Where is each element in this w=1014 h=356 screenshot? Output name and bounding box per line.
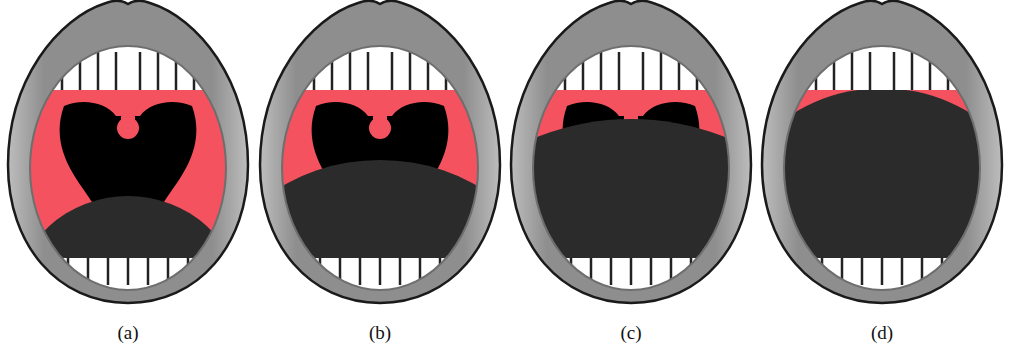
opening-rim (784, 46, 980, 290)
panel-label: (c) (601, 322, 661, 344)
opening-rim (533, 46, 729, 290)
teeth (270, 40, 490, 303)
opening-rim (282, 46, 478, 290)
panel-label: (a) (98, 322, 158, 344)
tongue (707, 88, 1014, 356)
panel-label: (d) (852, 322, 912, 344)
opening (215, 40, 545, 356)
panel-label: (b) (350, 322, 410, 344)
mouth-panel (8, 1, 248, 356)
opening (16, 40, 240, 356)
opening-rim (30, 46, 226, 290)
mouth-panel (707, 1, 1014, 356)
mouth-panel (215, 1, 545, 356)
opening (707, 40, 1014, 356)
teeth (772, 40, 992, 303)
teeth (521, 40, 741, 303)
teeth (18, 40, 238, 303)
